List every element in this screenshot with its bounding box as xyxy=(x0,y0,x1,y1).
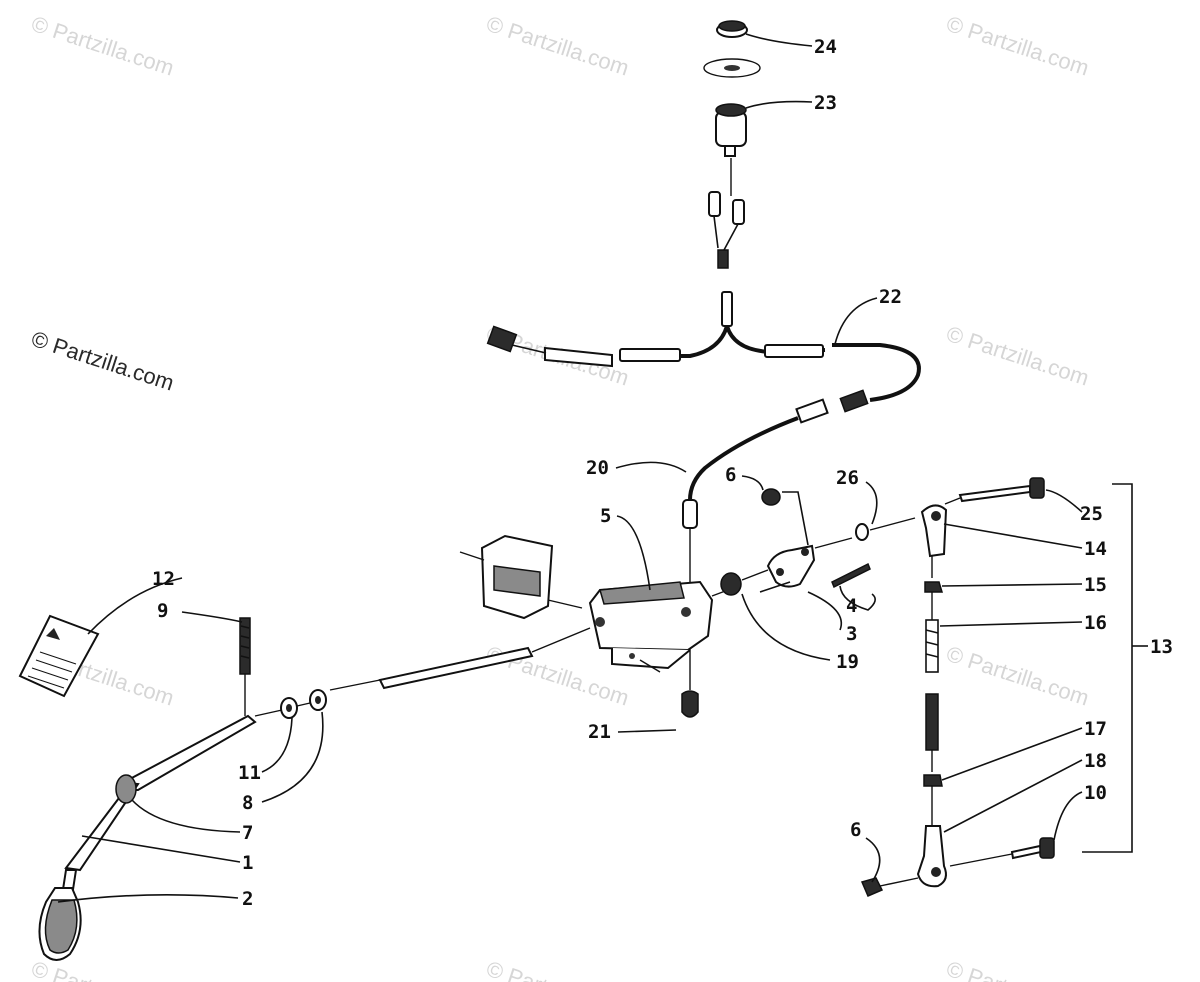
washer-26 xyxy=(855,523,869,541)
connector-plugs xyxy=(708,191,745,269)
callout-9: 9 xyxy=(157,600,168,622)
callout-18: 18 xyxy=(1084,750,1107,772)
washer-disc xyxy=(703,58,761,78)
arm-3 xyxy=(759,544,816,593)
callout-14: 14 xyxy=(1084,538,1107,560)
callout-6-bottom: 6 xyxy=(850,819,861,841)
cap-24 xyxy=(716,20,748,38)
callout-25: 25 xyxy=(1080,503,1103,525)
callout-21: 21 xyxy=(588,721,611,743)
callout-6-top: 6 xyxy=(725,464,736,486)
harness-22 xyxy=(486,291,921,424)
callout-1: 1 xyxy=(242,852,253,874)
plug-21 xyxy=(681,690,699,718)
callout-19: 19 xyxy=(836,651,859,673)
watermark: © Partzilla.com xyxy=(483,956,632,982)
watermark-prominent: © Partzilla.com xyxy=(28,326,177,396)
callout-23: 23 xyxy=(814,92,837,114)
callout-labels: 24 23 22 20 5 6 26 4 3 19 21 25 14 15 16… xyxy=(152,36,1173,910)
callout-4: 4 xyxy=(846,595,857,617)
callout-17: 17 xyxy=(1084,718,1107,740)
pin-4 xyxy=(831,562,871,589)
rod-end-18 xyxy=(916,825,947,888)
nut-15 xyxy=(924,581,944,593)
rod-16 xyxy=(925,619,939,751)
nut-17 xyxy=(923,774,943,787)
callout-13: 13 xyxy=(1150,636,1173,658)
callout-7: 7 xyxy=(242,822,253,844)
rod-end-14 xyxy=(920,504,948,558)
knob-2 xyxy=(38,887,82,961)
callout-24: 24 xyxy=(814,36,837,58)
callout-10: 10 xyxy=(1084,782,1107,804)
watermark: © Partzilla.com xyxy=(943,321,1092,391)
leader-lines xyxy=(57,33,1148,903)
bolt-10 xyxy=(1010,837,1055,860)
watermark: © Partzilla.com xyxy=(483,11,632,81)
switch-23 xyxy=(715,103,747,157)
callout-20: 20 xyxy=(586,457,609,479)
callout-8: 8 xyxy=(242,792,253,814)
bushing-19 xyxy=(720,572,742,596)
callout-22: 22 xyxy=(879,286,902,308)
bolt-25 xyxy=(958,477,1045,503)
spring-9 xyxy=(239,617,251,716)
callout-12: 12 xyxy=(152,568,175,590)
watermark: © Partzilla.com xyxy=(943,641,1092,711)
watermark: © Partzilla.com xyxy=(943,956,1092,982)
bracket-5 xyxy=(588,580,714,670)
watermark: © Partzilla.com xyxy=(483,641,632,711)
callout-26: 26 xyxy=(836,467,859,489)
lever-block xyxy=(459,534,583,620)
watermark: © Partzilla.com xyxy=(28,11,177,81)
nut-6-top xyxy=(761,488,781,506)
callout-11: 11 xyxy=(238,762,261,784)
callout-5: 5 xyxy=(600,505,611,527)
washer-11 xyxy=(280,697,298,719)
decal-12 xyxy=(18,614,100,698)
lever-1 xyxy=(60,714,257,897)
callout-15: 15 xyxy=(1084,574,1107,596)
watermark: © Partzilla.com xyxy=(943,11,1092,81)
callout-3: 3 xyxy=(846,623,857,645)
callout-2: 2 xyxy=(242,888,253,910)
washer-8 xyxy=(309,689,327,711)
nut-6-bottom xyxy=(860,877,884,897)
callout-16: 16 xyxy=(1084,612,1107,634)
